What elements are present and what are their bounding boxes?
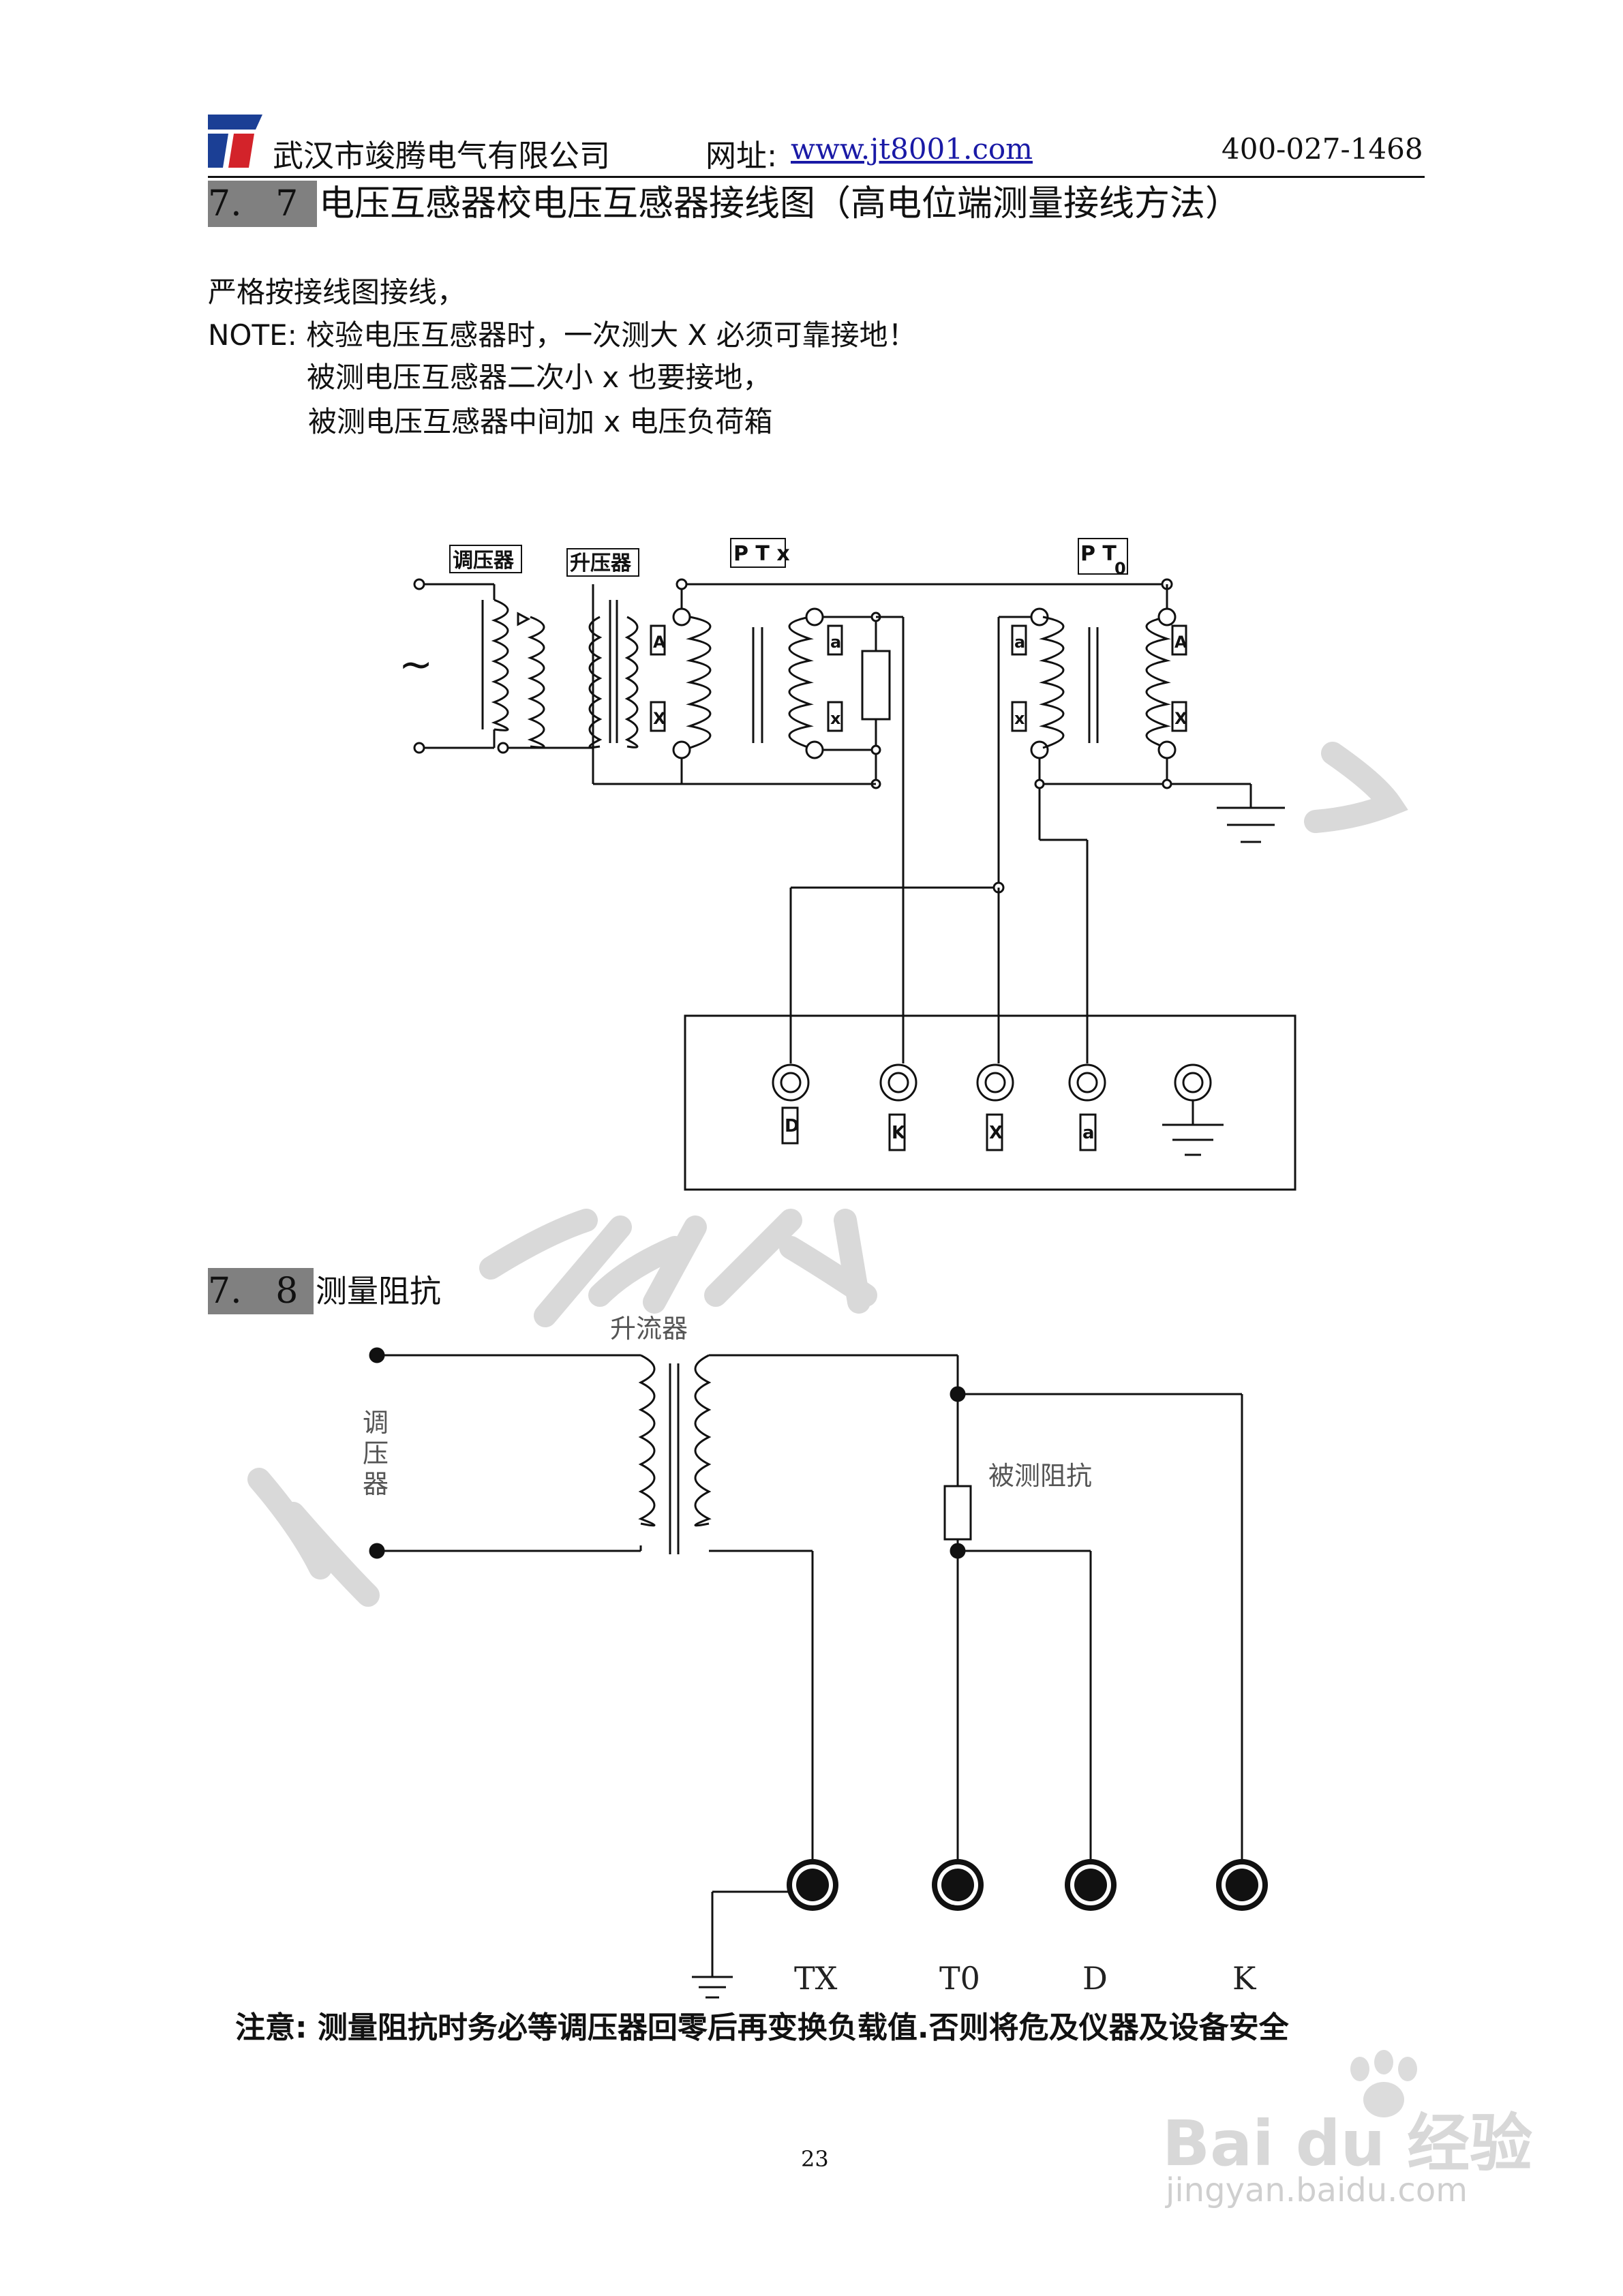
watermark-brand: Bai du 经验	[1162, 2107, 1533, 2180]
stepup-label: 升压器	[570, 552, 632, 575]
phone-number: 400-027-1468	[1222, 132, 1423, 166]
pt0-subscript: 0	[1114, 559, 1126, 578]
section-title: 电压互感器校电压互感器接线图（高电位端测量接线方法）	[319, 183, 1241, 224]
terminal-label-X: X	[989, 1123, 1003, 1143]
note-line: 被测电压互感器二次小 x 也要接地，	[307, 361, 772, 394]
safety-warning: 注意: 测量阻抗时务必等调压器回零后再变换负载值.否则将危及仪器及设备安全	[235, 2010, 1289, 2045]
terminal-label-TX: TX	[794, 1960, 838, 1997]
note-line: NOTE: 校验电压互感器时，一次测大 X 必须可靠接地！	[208, 318, 917, 352]
pt0-label: P T	[1080, 542, 1117, 566]
ac-source-symbol: ~	[399, 641, 433, 689]
winding-label-x: x	[1014, 709, 1025, 728]
regulator-label: 压	[363, 1438, 389, 1468]
terminal-label-D: D	[1082, 1960, 1108, 1997]
impedance-label: 被测阻抗	[988, 1461, 1092, 1491]
watermark-url: jingyan.baidu.com	[1166, 2171, 1468, 2209]
terminal-label-D: D	[785, 1116, 800, 1136]
company-name: 武汉市竣腾电气有限公司	[273, 138, 611, 174]
current-booster-label: 升流器	[610, 1314, 688, 1344]
page-number: 23	[801, 2146, 829, 2172]
terminal-label-T0: T0	[939, 1960, 980, 1997]
regulator-label: 调	[363, 1408, 389, 1438]
company-logo	[208, 115, 262, 168]
regulator-label: 调压器	[453, 549, 515, 573]
note-line: 严格按接线图接线，	[208, 275, 466, 309]
terminal-label-a: a	[1082, 1123, 1095, 1143]
winding-label-A: A	[653, 633, 666, 652]
terminal-label-K: K	[1232, 1960, 1257, 1997]
regulator-label: 器	[363, 1469, 389, 1499]
ptx-label: P T x	[733, 542, 790, 566]
winding-label-X: X	[1174, 709, 1187, 728]
website-link[interactable]: www.jt8001.com	[791, 132, 1033, 166]
winding-label-a: a	[1014, 633, 1025, 652]
website-label: 网址:	[706, 138, 778, 174]
winding-label-x: x	[830, 709, 841, 728]
terminal-label-K: K	[892, 1123, 906, 1143]
section-number: 7. 8	[208, 1268, 314, 1314]
header-divider	[208, 176, 1425, 178]
section-title: 测量阻抗	[316, 1273, 441, 1310]
winding-label-X: X	[653, 709, 666, 728]
winding-label-A: A	[1174, 633, 1187, 652]
section-number: 7. 7	[208, 181, 317, 227]
winding-label-a: a	[830, 633, 841, 652]
note-line: 被测电压互感器中间加 x 电压负荷箱	[308, 405, 773, 438]
